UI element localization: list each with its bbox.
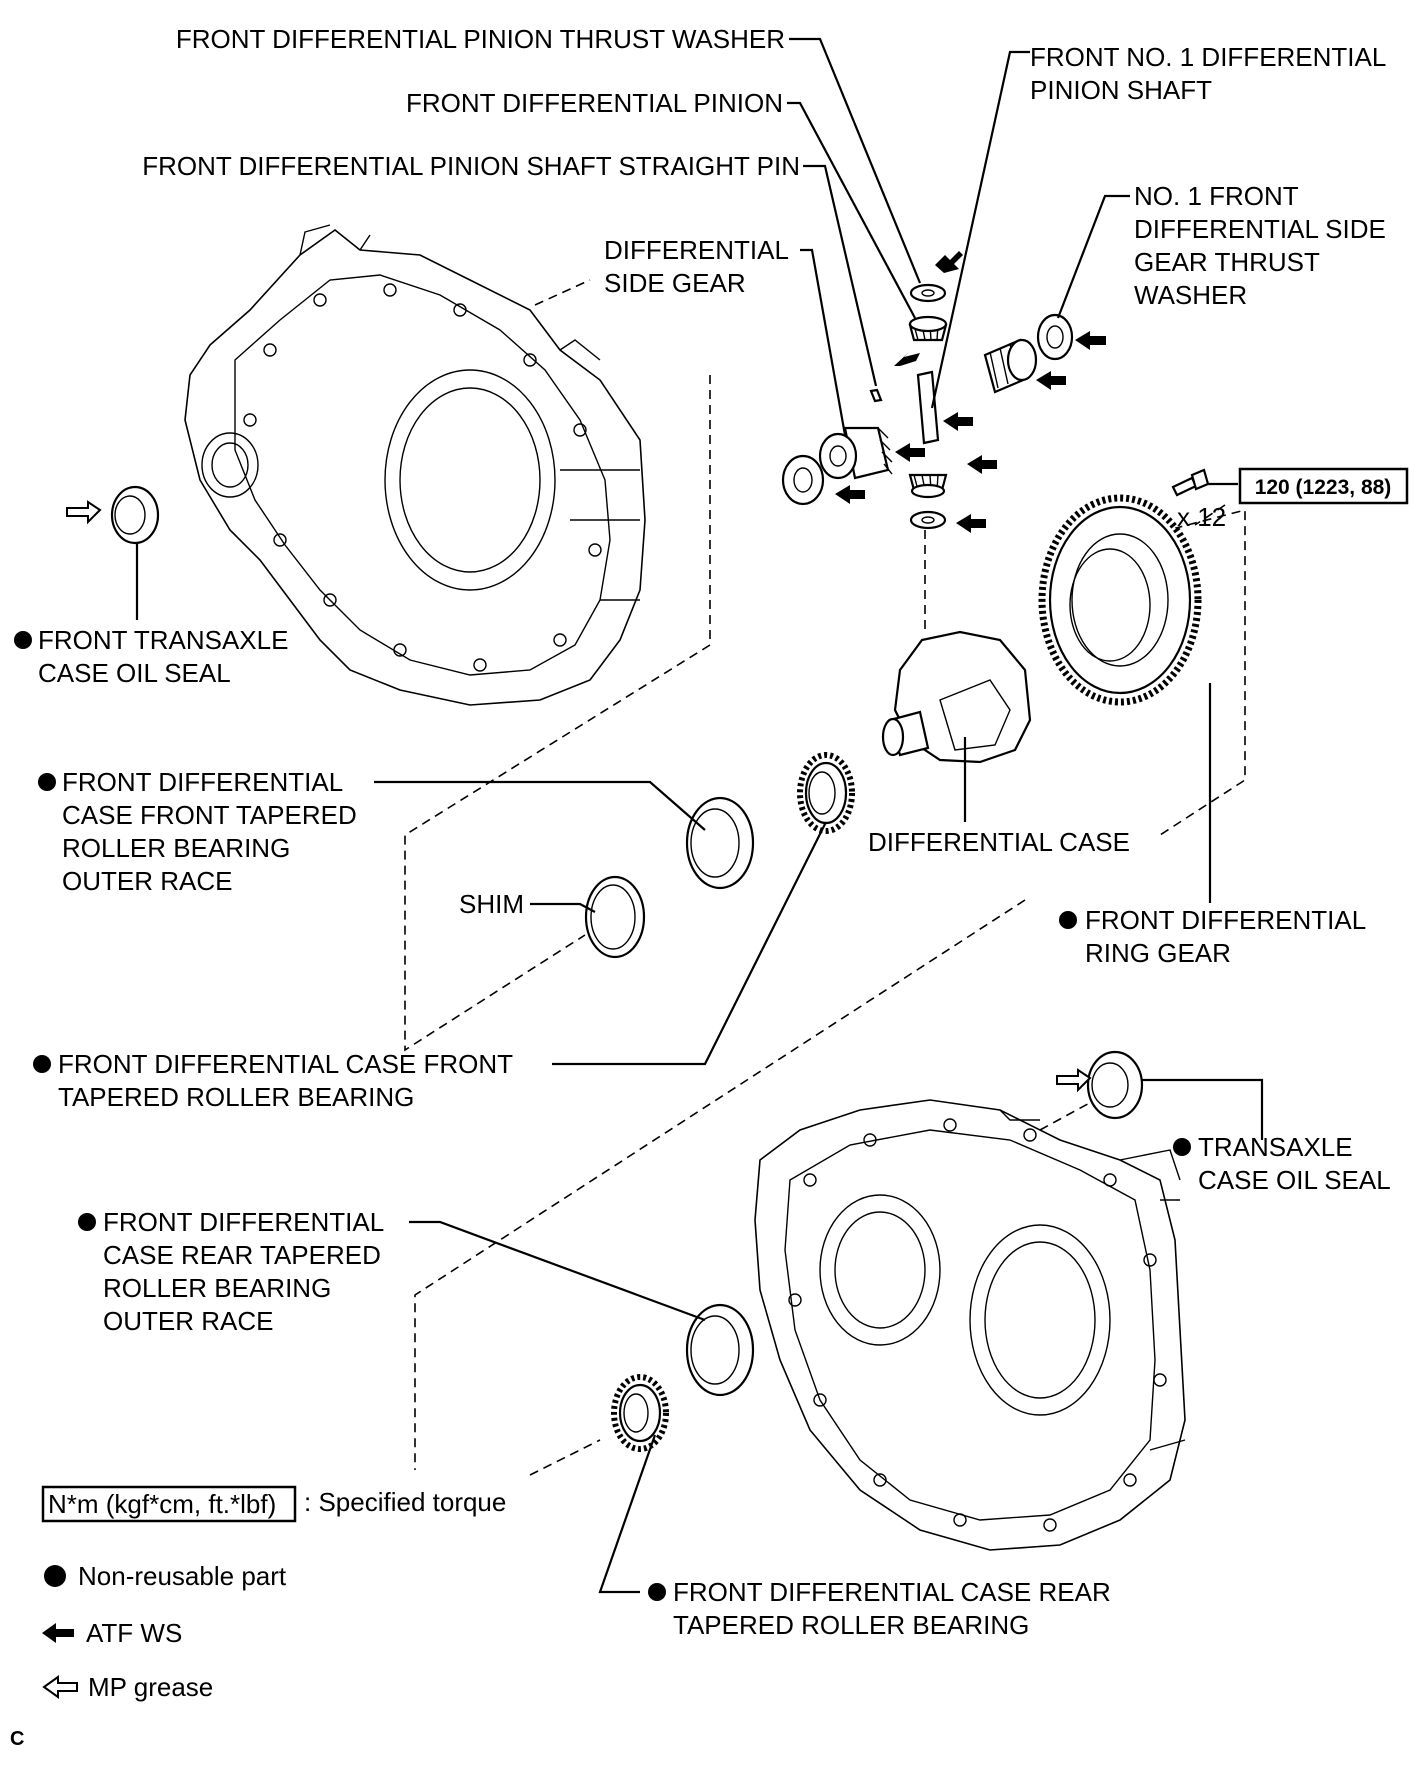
non-reusable-dot-icon <box>14 631 32 649</box>
torque-value: 120 (1223, 88) <box>1255 476 1392 499</box>
legend-torque-units: N*m (kgf*cm, ft.*lbf) <box>48 1489 276 1519</box>
right-side-gear-part <box>983 338 1038 394</box>
non-reusable-dot-icon <box>33 1055 51 1073</box>
atf-arrow-icon <box>894 352 920 366</box>
label-front-outer-race: FRONT DIFFERENTIAL CASE FRONT TAPERED RO… <box>62 767 364 896</box>
label-pinion: FRONT DIFFERENTIAL PINION <box>406 88 783 118</box>
front-oil-seal-part <box>110 485 160 545</box>
mp-grease-arrow-icon <box>1056 1068 1092 1093</box>
non-reusable-markers <box>14 631 1191 1601</box>
label-side-gear: DIFFERENTIAL SIDE GEAR <box>604 235 795 298</box>
atf-arrow-icon <box>935 251 963 273</box>
ring-gear-part <box>1038 494 1202 706</box>
rear-tapered-bearing-part <box>611 1374 669 1452</box>
left-side-gear-part <box>818 426 893 480</box>
pinion-thrust-washer-part <box>909 283 947 303</box>
straight-pin-part <box>869 388 883 403</box>
non-reusable-dot-icon <box>1173 1138 1191 1156</box>
right-side-gear-washer-part <box>1036 313 1074 361</box>
label-rear-bearing: FRONT DIFFERENTIAL CASE REAR TAPERED ROL… <box>673 1577 1118 1640</box>
legend-mp-grease-arrow-icon <box>42 1675 78 1699</box>
leader-lines <box>135 37 1264 1594</box>
ring-gear-bolt-part <box>1171 468 1210 497</box>
label-ring-gear: FRONT DIFFERENTIAL RING GEAR <box>1085 905 1372 968</box>
label-pinion-thrust-washer: FRONT DIFFERENTIAL PINION THRUST WASHER <box>176 24 785 54</box>
shim-part <box>584 875 646 959</box>
atf-arrow-icon <box>1036 371 1066 390</box>
label-shim: SHIM <box>459 889 524 919</box>
legend-mp-grease: MP grease <box>88 1672 213 1702</box>
legend-non-reusable: Non-reusable part <box>78 1561 287 1591</box>
legend-torque-box <box>41 1485 297 1523</box>
atf-arrow-icon <box>895 443 925 462</box>
front-transaxle-case-drawing <box>184 224 646 706</box>
pinion-part <box>908 315 948 342</box>
left-side-gear-washer-part <box>781 454 825 506</box>
mp-grease-arrow-icon <box>66 500 102 525</box>
part-labels: FRONT DIFFERENTIAL PINION THRUST WASHER … <box>38 24 1409 1640</box>
legend-atf-arrow-icon <box>42 1623 74 1643</box>
label-straight-pin: FRONT DIFFERENTIAL PINION SHAFT STRAIGHT… <box>142 151 800 181</box>
label-rear-outer-race: FRONT DIFFERENTIAL CASE REAR TAPERED ROL… <box>103 1207 390 1336</box>
label-front-bearing: FRONT DIFFERENTIAL CASE FRONT TAPERED RO… <box>58 1049 520 1112</box>
bolt-count: x 12 <box>1177 502 1226 532</box>
atf-arrow-icon <box>1075 331 1106 350</box>
lower-pinion-washer-part <box>909 510 947 530</box>
torque-value-box <box>1238 467 1409 505</box>
case-bolt-holes <box>243 283 602 672</box>
atf-arrow-icon <box>967 455 997 474</box>
legend: N*m (kgf*cm, ft.*lbf) : Specified torque… <box>10 1485 506 1750</box>
atf-arrow-icon <box>835 485 865 504</box>
front-outer-race-part <box>685 796 755 890</box>
atf-arrow-icon <box>943 412 973 431</box>
atf-arrow-markers <box>835 251 1106 533</box>
non-reusable-dot-icon <box>38 773 56 791</box>
non-reusable-dot-icon <box>1059 911 1077 929</box>
non-reusable-dot-icon <box>648 1583 666 1601</box>
legend-non-reusable-dot-icon <box>44 1565 66 1587</box>
rear-oil-seal-part <box>1086 1050 1144 1120</box>
differential-case-part <box>881 630 1032 764</box>
front-tapered-bearing-part <box>797 752 855 834</box>
label-rear-oil-seal: TRANSAXLE CASE OIL SEAL <box>1198 1132 1391 1195</box>
label-differential-case: DIFFERENTIAL CASE <box>868 827 1130 857</box>
rear-outer-race-part <box>685 1303 755 1397</box>
alignment-lines <box>404 279 1246 1476</box>
label-pinion-shaft: FRONT NO. 1 DIFFERENTIAL PINION SHAFT <box>1030 42 1393 105</box>
legend-atf: ATF WS <box>86 1618 182 1648</box>
label-side-gear-thrust-washer: NO. 1 FRONT DIFFERENTIAL SIDE GEAR THRUS… <box>1134 181 1393 310</box>
atf-arrow-icon <box>956 514 986 533</box>
corner-code: C <box>10 1728 24 1750</box>
label-front-oil-seal: FRONT TRANSAXLE CASE OIL SEAL <box>38 625 296 688</box>
pinion-shaft-part <box>916 370 940 445</box>
legend-torque-text: : Specified torque <box>304 1487 506 1517</box>
non-reusable-dot-icon <box>78 1213 96 1231</box>
mp-grease-arrow-markers <box>66 500 1092 1093</box>
transaxle-case-drawing <box>754 1099 1186 1551</box>
lower-pinion-part <box>908 473 948 499</box>
rear-case-bolt-holes <box>788 1118 1167 1532</box>
